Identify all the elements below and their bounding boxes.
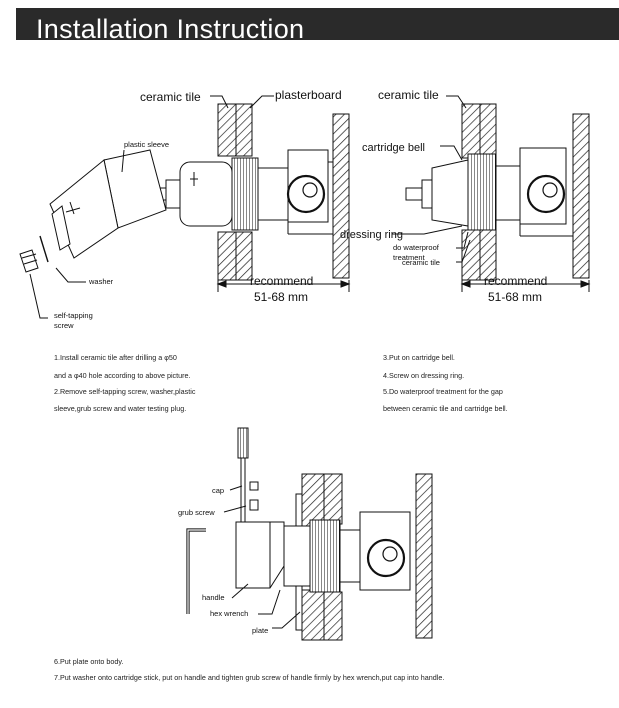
label-treatment: treatment bbox=[393, 253, 426, 262]
diagram-1 bbox=[19, 95, 351, 319]
label-grub-screw: grub screw bbox=[178, 508, 215, 517]
label-cap: cap bbox=[212, 486, 224, 495]
diagram-2 bbox=[392, 95, 591, 292]
page-title: Installation Instruction bbox=[36, 14, 305, 44]
step-text-7: 7.Put washer onto cartridge stick, put o… bbox=[54, 673, 445, 682]
label-dressing-ring: dressing ring bbox=[340, 229, 403, 241]
label-screw: screw bbox=[54, 321, 74, 330]
step-text-2b: sleeve,grub screw and water testing plug… bbox=[54, 404, 187, 413]
label-plastic-sleeve: plastic sleeve bbox=[124, 140, 169, 149]
step-text-1b: and a φ40 hole according to above pictur… bbox=[54, 371, 191, 380]
label-recommend-2: recommend bbox=[484, 274, 547, 288]
label-recommend-1: recommend bbox=[250, 274, 313, 288]
label-plasterboard: plasterboard bbox=[275, 88, 342, 102]
diagram-3 bbox=[186, 427, 433, 641]
label-hex-wrench: hex wrench bbox=[210, 609, 248, 618]
label-handle: handle bbox=[202, 593, 225, 602]
label-ceramic-tile-3: ceramic tile bbox=[402, 258, 440, 267]
label-ceramic-tile-2: ceramic tile bbox=[378, 88, 439, 102]
label-cartridge-bell: cartridge bell bbox=[362, 142, 425, 154]
step-text-5a: 5.Do waterproof treatment for the gap bbox=[383, 387, 503, 396]
label-plate: plate bbox=[252, 626, 268, 635]
step-text-4: 4.Screw on dressing ring. bbox=[383, 371, 465, 380]
step-text-3: 3.Put on cartridge bell. bbox=[383, 353, 455, 362]
label-do-waterproof: do waterproof bbox=[393, 243, 440, 252]
title-bar: Installation Instruction bbox=[16, 8, 619, 44]
step-text-5b: between ceramic tile and cartridge bell. bbox=[383, 404, 508, 413]
step-text-1a: 1.Install ceramic tile after drilling a … bbox=[54, 353, 177, 362]
label-washer: washer bbox=[88, 277, 114, 286]
label-range-2: 51-68 mm bbox=[488, 290, 542, 304]
step-text-6: 6.Put plate onto body. bbox=[54, 657, 124, 666]
label-range-1: 51-68 mm bbox=[254, 290, 308, 304]
label-self-tapping: self-tapping bbox=[54, 311, 93, 320]
label-ceramic-tile-1: ceramic tile bbox=[140, 90, 201, 104]
step-text-2a: 2.Remove self-tapping screw, washer,plas… bbox=[54, 387, 196, 396]
